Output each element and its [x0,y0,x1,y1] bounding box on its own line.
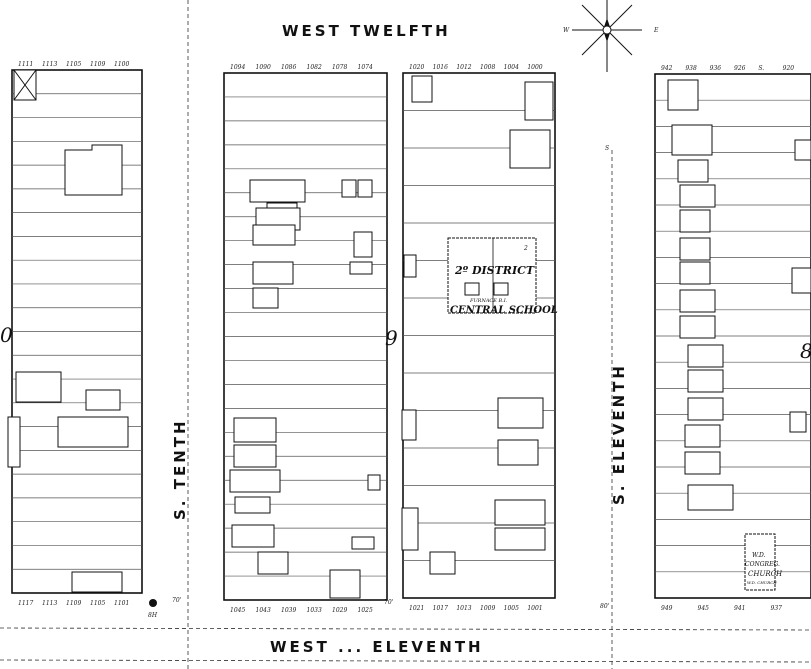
address-number: 1004 [504,64,519,71]
address-number: 1029 [332,607,347,614]
address-number: 1094 [230,64,245,71]
svg-text:W.D. CHURCH: W.D. CHURCH [747,580,777,585]
address-number: 942 [661,65,673,72]
address-number: 1008 [480,64,495,71]
street-label-s-eleventh: S. ELEVENTH [610,363,628,505]
address-number: 1082 [307,64,322,71]
address-number: 920 [783,65,795,72]
address-number: 1078 [332,64,347,71]
address-number: 1100 [114,61,129,68]
compass-rose-icon: W E S [563,0,659,152]
block-number-middle: 9 [385,326,398,350]
svg-text:2: 2 [523,245,528,252]
address-number: 941 [734,605,745,612]
svg-text:2º DISTRICT: 2º DISTRICT [454,264,535,277]
address-number: 1016 [433,64,448,71]
svg-text:FURNACE B.I.: FURNACE B.I. [469,298,508,304]
address-number: 1109 [90,61,105,68]
address-number: 1101 [114,600,129,607]
congregational-church-building: W.D. CONGREG. CHURCH W.D. CHURCH [744,533,783,591]
svg-text:70': 70' [172,597,182,604]
buildings: 8H [7,69,811,619]
address-number: 1117 [18,600,33,607]
address-number: 1020 [409,64,424,71]
address-number: 936 [710,65,722,72]
address-number: 1109 [66,600,81,607]
svg-text:CHURCH: CHURCH [748,570,783,578]
address-number: 1111 [18,61,33,68]
street-edge-west-eleventh [0,627,811,631]
svg-text:CONGREG.: CONGREG. [745,561,780,568]
address-number: 1113 [42,61,57,68]
block-number-right: 8 [800,339,811,363]
address-number: 945 [698,605,710,612]
address-number: 1045 [230,607,245,614]
address-number: 1000 [527,64,542,71]
block-number-left: 0 [0,323,13,347]
address-number: 1025 [358,607,373,614]
address-number: 1039 [281,607,296,614]
address-number: 1086 [281,64,296,71]
address-number: 1012 [456,64,471,71]
address-number: 1105 [66,61,81,68]
address-number: 926 [734,65,746,72]
address-number: 1113 [42,600,57,607]
address-number: 1033 [307,607,322,614]
address-number: 1074 [358,64,373,71]
svg-text:80': 80' [600,603,610,610]
address-number: 1005 [504,605,519,612]
address-number: 1017 [433,605,448,612]
address-number: 1021 [409,605,424,612]
address-number: 1013 [456,605,471,612]
address-number: 949 [661,605,673,612]
address-number: S. [758,65,764,72]
address-number: 1009 [480,605,495,612]
svg-text:CENTRAL SCHOOL: CENTRAL SCHOOL [450,305,558,316]
street-edge-south [0,659,811,663]
svg-text:E: E [653,27,659,34]
street-label-west-twelfth: WEST TWELFTH [282,22,451,40]
address-number: 1043 [256,607,271,614]
svg-text:S: S [605,145,609,152]
svg-text:W.D.: W.D. [752,552,766,559]
svg-text:8H: 8H [148,612,158,619]
address-number: 1105 [90,600,105,607]
street-label-s-tenth: S. TENTH [171,418,189,520]
address-number: 1001 [527,605,542,612]
central-school-building: 2º DISTRICT FURNACE B.I. CENTRAL SCHOOL … [447,237,558,316]
svg-text:W: W [563,27,570,34]
address-number: 1090 [256,64,271,71]
svg-text:70': 70' [384,599,394,606]
address-number: 937 [771,605,783,612]
street-label-west-eleventh: WEST ... ELEVENTH [270,638,484,656]
address-number: 938 [685,65,697,72]
